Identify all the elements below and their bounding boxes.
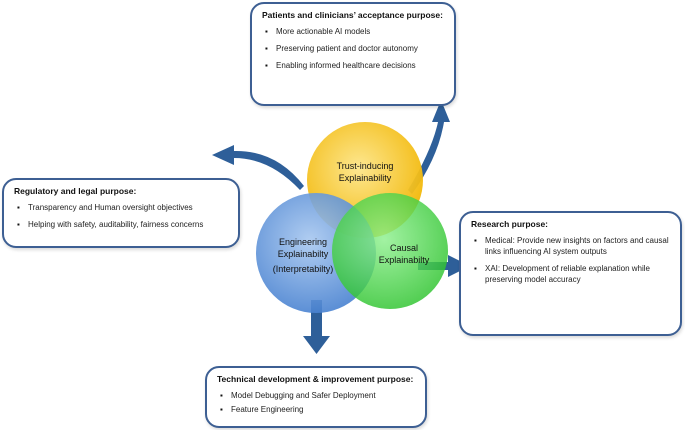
regulatory-purpose-list: Transparency and Human oversight objecti… xyxy=(14,202,228,230)
list-item: Feature Engineering xyxy=(220,404,415,415)
list-item: Transparency and Human oversight objecti… xyxy=(17,202,228,213)
technical-purpose-box: Technical development & improvement purp… xyxy=(205,366,427,428)
engineering-label-line1: Engineering xyxy=(278,237,328,247)
causal-label-line2: Explainabilty xyxy=(378,255,430,265)
list-item: Model Debugging and Safer Deployment xyxy=(220,390,415,401)
trust-label: Trust-inducing Explainability xyxy=(318,160,412,184)
patients-purpose-box: Patients and clinicians’ acceptance purp… xyxy=(250,2,456,106)
engineering-label-line2: Explainabilty xyxy=(277,249,329,259)
causal-circle xyxy=(332,193,448,309)
research-purpose-list: Medical: Provide new insights on factors… xyxy=(471,235,670,285)
trust-label-line1: Trust-inducing xyxy=(336,161,394,171)
causal-label: Causal Explainabilty xyxy=(362,242,446,266)
list-item: XAI: Development of reliable explanation… xyxy=(474,263,670,285)
patients-purpose-title: Patients and clinicians’ acceptance purp… xyxy=(262,10,443,20)
engineering-label-line3: (Interpretabilty) xyxy=(272,264,334,274)
list-item: Helping with safety, auditability, fairn… xyxy=(17,219,228,230)
engineering-label: Engineering Explainabilty (Interpretabil… xyxy=(262,236,344,275)
list-item: More actionable AI models xyxy=(265,26,444,37)
regulatory-purpose-box: Regulatory and legal purpose: Transparen… xyxy=(2,178,240,248)
arrow-to-technical xyxy=(303,300,330,354)
list-item: Preserving patient and doctor autonomy xyxy=(265,43,444,54)
arrow-to-patients xyxy=(408,100,450,194)
list-item: Medical: Provide new insights on factors… xyxy=(474,235,670,257)
trust-label-line2: Explainability xyxy=(338,173,392,183)
technical-purpose-title: Technical development & improvement purp… xyxy=(217,374,414,384)
technical-purpose-list: Model Debugging and Safer Deployment Fea… xyxy=(217,390,415,415)
research-purpose-box: Research purpose: Medical: Provide new i… xyxy=(459,211,682,336)
research-purpose-title: Research purpose: xyxy=(471,219,548,229)
arrow-to-regulatory xyxy=(212,145,304,190)
causal-label-line1: Causal xyxy=(389,243,418,253)
regulatory-purpose-title: Regulatory and legal purpose: xyxy=(14,186,137,196)
list-item: Enabling informed healthcare decisions xyxy=(265,60,444,71)
patients-purpose-list: More actionable AI models Preserving pat… xyxy=(262,26,444,71)
